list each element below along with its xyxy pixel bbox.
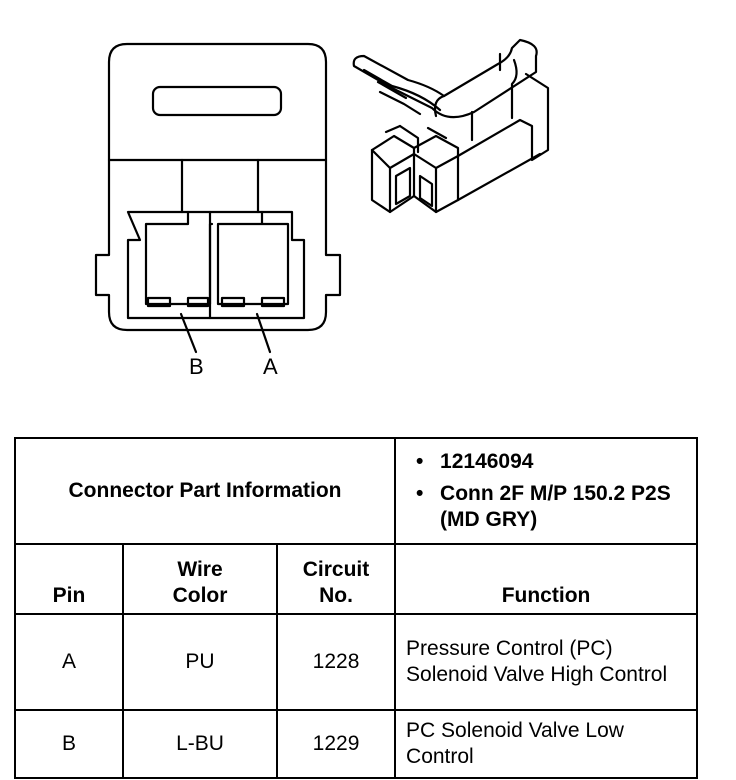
connector-table: Connector Part Information 12146094 Conn… — [13, 437, 699, 779]
function-header: Function — [394, 543, 699, 615]
table-header-row: Pin Wire Color Circuit No. Function — [14, 543, 699, 615]
function-cell: PC Solenoid Valve Low Control — [394, 709, 699, 779]
function-cell: Pressure Control (PC) Solenoid Valve Hig… — [394, 613, 699, 711]
connector-description: Conn 2F M/P 150.2 P2S (MD GRY) — [416, 481, 696, 534]
connector-info-label: Connector Part Information — [13, 437, 397, 545]
pin-b-label: B — [189, 354, 204, 379]
circuit-no-cell: 1229 — [275, 709, 397, 779]
table-row: A PU 1228 Pressure Control (PC) Solenoid… — [14, 613, 699, 711]
part-info-list: 12146094 Conn 2F M/P 150.2 P2S (MD GRY) — [396, 449, 696, 534]
wire-color-header: Wire Color — [122, 543, 278, 615]
part-info-cell: 12146094 Conn 2F M/P 150.2 P2S (MD GRY) — [394, 437, 699, 545]
pin-cell: A — [14, 613, 124, 711]
circuit-no-header-text: Circuit No. — [302, 557, 370, 607]
wire-color-header-text: Wire Color — [172, 557, 228, 607]
wire-color-cell: PU — [122, 613, 278, 711]
connector-info-row: Connector Part Information 12146094 Conn… — [13, 437, 699, 545]
circuit-no-cell: 1228 — [275, 613, 397, 711]
connector-info-text: Connector Part Information — [68, 478, 342, 502]
connector-diagram: B A — [94, 38, 550, 379]
wire-color-cell: L-BU — [122, 709, 278, 779]
connector-drawing — [94, 38, 550, 354]
table-row: B L-BU 1229 PC Solenoid Valve Low Contro… — [14, 709, 699, 779]
part-number: 12146094 — [416, 449, 696, 476]
pin-a-label: A — [263, 354, 278, 379]
pin-header: Pin — [14, 543, 124, 615]
pin-cell: B — [14, 709, 124, 779]
connector-front-view — [94, 42, 342, 354]
connector-isometric-view — [352, 38, 550, 214]
circuit-no-header: Circuit No. — [275, 543, 397, 615]
